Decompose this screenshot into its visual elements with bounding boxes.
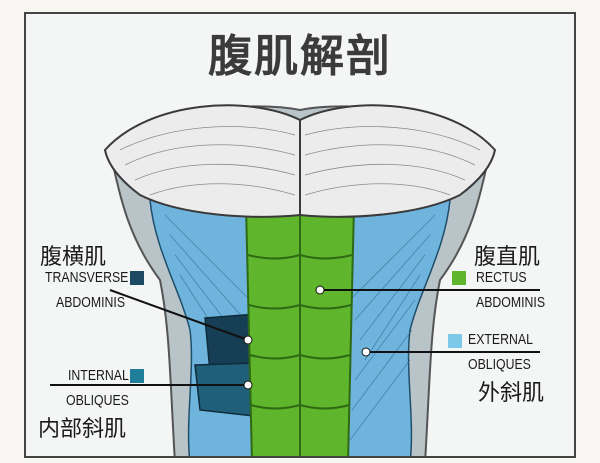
transverse-color-swatch <box>130 271 144 285</box>
leader-dots <box>243 285 371 390</box>
chest-muscle-left <box>103 104 301 218</box>
diagram-title: 腹肌解剖 <box>208 31 392 82</box>
rectus-segments <box>247 205 353 456</box>
internal-color-swatch <box>130 369 144 383</box>
rectus-color-swatch <box>452 271 466 285</box>
leader-lines <box>50 289 540 386</box>
internal-label-cn: 内部斜肌 <box>38 417 127 442</box>
external-label-cn: 外斜肌 <box>478 381 545 406</box>
chest-muscle-right <box>299 104 497 218</box>
transverse-label-en-1: TRANSVERSE <box>45 269 129 286</box>
transverse-label-en-2: ABDOMINIS <box>56 294 126 311</box>
transverse-label-cn: 腹横肌 <box>40 245 107 270</box>
internal-label-en-1: INTERNAL <box>68 367 129 384</box>
external-label-en-1: EXTERNAL <box>468 331 533 348</box>
external-label-en-2: OBLIQUES <box>468 356 531 373</box>
rectus-label-en-1: RECTUS <box>476 269 527 286</box>
external-color-swatch <box>448 334 462 348</box>
rectus-label-cn: 腹直肌 <box>474 245 541 270</box>
chest-fibers <box>119 126 481 196</box>
rectus-label-en-2: ABDOMINIS <box>476 294 546 311</box>
internal-label-en-2: OBLIQUES <box>66 392 129 409</box>
